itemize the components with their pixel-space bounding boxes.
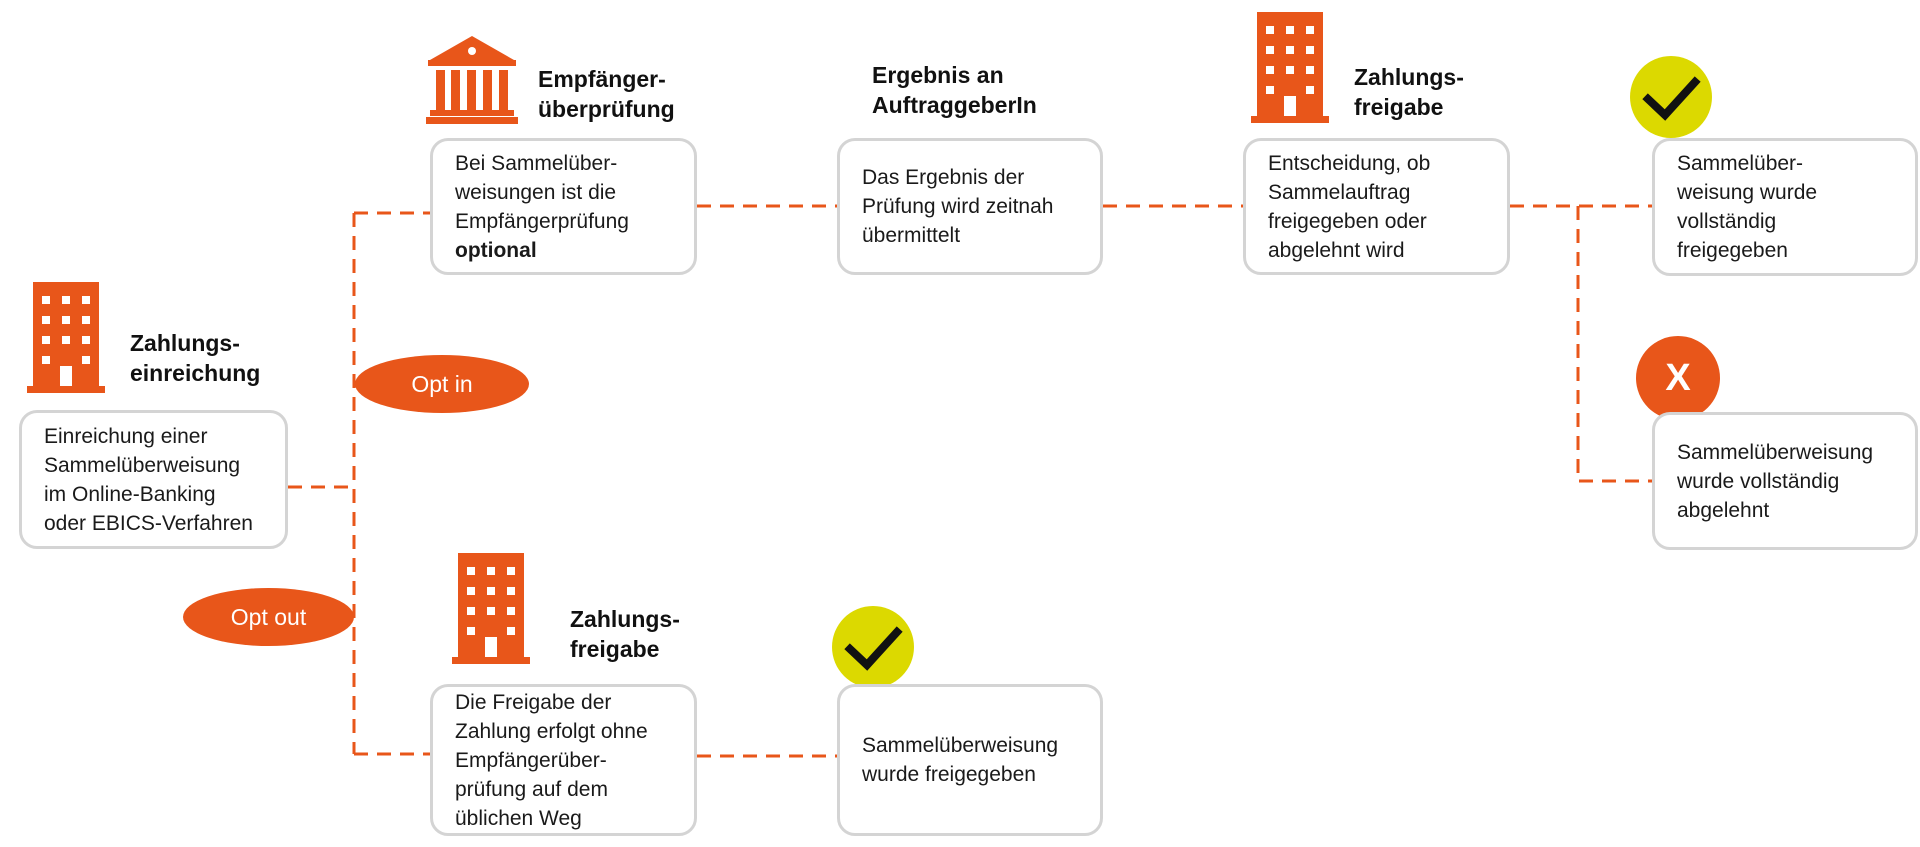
- approved-full-text: Sammelüber- weisung wurde vollständig fr…: [1677, 152, 1818, 262]
- start-box: Einreichung einer Sammelüberweisung im O…: [19, 410, 288, 549]
- verification-box: Bei Sammelüber- weisungen ist die Empfän…: [430, 138, 697, 275]
- approved-simple-text: Sammelüberweisung wurde freigegeben: [862, 734, 1059, 786]
- opt-out-badge: Opt out: [183, 588, 354, 646]
- approval-top-text: Entscheidung, ob Sammelauftrag freigegeb…: [1268, 151, 1431, 262]
- office-building-icon: [452, 553, 530, 664]
- verification-text-regular: Bei Sammelüber- weisungen ist die Empfän…: [455, 151, 629, 233]
- approval-top-title: Zahlungs- freigabe: [1354, 64, 1464, 120]
- checkmark-icon: [832, 606, 914, 688]
- verification-text: Bei Sammelüber- weisungen ist die Empfän…: [455, 149, 629, 265]
- approval-top-box: Entscheidung, ob Sammelauftrag freigegeb…: [1243, 138, 1510, 275]
- approval-bottom-text: Die Freigabe der Zahlung erfolgt ohne Em…: [455, 690, 648, 830]
- result-title: Ergebnis an AuftraggeberIn: [872, 62, 1037, 118]
- approval-bottom-box: Die Freigabe der Zahlung erfolgt ohne Em…: [430, 684, 697, 836]
- checkmark-icon: [1630, 56, 1712, 138]
- connector-branch-to-rejected: [1576, 206, 1652, 483]
- bank-icon: [426, 36, 518, 124]
- opt-in-badge: Opt in: [355, 355, 529, 413]
- verification-title: Empfänger- überprüfung: [538, 66, 675, 122]
- rejected-full-box: Sammelüberweisung wurde vollständig abge…: [1652, 412, 1918, 550]
- office-building-icon: [1251, 12, 1329, 123]
- start-title: Zahlungs- einreichung: [130, 330, 261, 386]
- verification-text-bold: optional: [455, 238, 537, 262]
- reject-x-icon: X: [1636, 336, 1720, 420]
- approved-simple-box: Sammelüberweisung wurde freigegeben: [837, 684, 1103, 836]
- office-building-icon: [27, 282, 105, 393]
- reject-x-label: X: [1665, 356, 1691, 399]
- result-box: Das Ergebnis der Prüfung wird zeitnah üb…: [837, 138, 1103, 275]
- start-text: Einreichung einer Sammelüberweisung im O…: [44, 424, 253, 535]
- approved-full-box: Sammelüber- weisung wurde vollständig fr…: [1652, 138, 1918, 276]
- rejected-full-text: Sammelüberweisung wurde vollständig abge…: [1677, 440, 1874, 522]
- approval-bottom-title: Zahlungs- freigabe: [570, 606, 680, 662]
- result-text: Das Ergebnis der Prüfung wird zeitnah üb…: [862, 166, 1054, 247]
